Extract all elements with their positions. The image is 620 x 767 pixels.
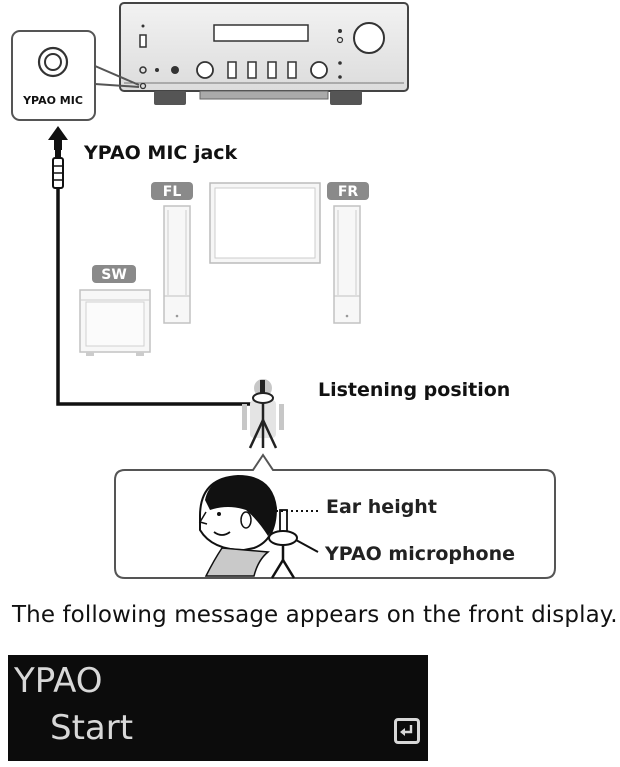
enter-return-icon (394, 718, 420, 744)
setup-diagram: YPAO MIC YPAO MIC jack FL FR (11, 2, 556, 579)
front-right-label: FR (338, 184, 359, 200)
front-right-speaker: FR (327, 182, 369, 324)
tv (209, 182, 321, 264)
listening-position (242, 379, 284, 449)
subwoofer: SW (79, 265, 151, 356)
ear-height-label: Ear height (326, 496, 437, 518)
listener-head-icon (198, 474, 278, 577)
mic-cable (56, 188, 254, 406)
mic-plug (52, 150, 64, 189)
mic-jack-label: YPAO MIC jack (83, 142, 238, 164)
av-receiver (119, 2, 409, 105)
up-arrow-icon (48, 126, 68, 150)
front-left-label: FL (163, 184, 182, 200)
ypao-microphone-icon (268, 509, 298, 579)
detail-callout (114, 453, 556, 579)
front-display: YPAO Start (8, 655, 428, 761)
front-left-speaker: FL (151, 182, 193, 324)
listening-position-label: Listening position (318, 379, 510, 401)
ypao-microphone-label: YPAO microphone (324, 543, 515, 565)
display-line-2: Start (50, 708, 134, 748)
caption: The following message appears on the fro… (12, 602, 618, 628)
subwoofer-label: SW (101, 267, 127, 283)
mic-jack-box-label: YPAO MIC (22, 94, 83, 107)
display-line-1: YPAO (14, 661, 103, 701)
mic-jack-callout: YPAO MIC (11, 30, 140, 121)
